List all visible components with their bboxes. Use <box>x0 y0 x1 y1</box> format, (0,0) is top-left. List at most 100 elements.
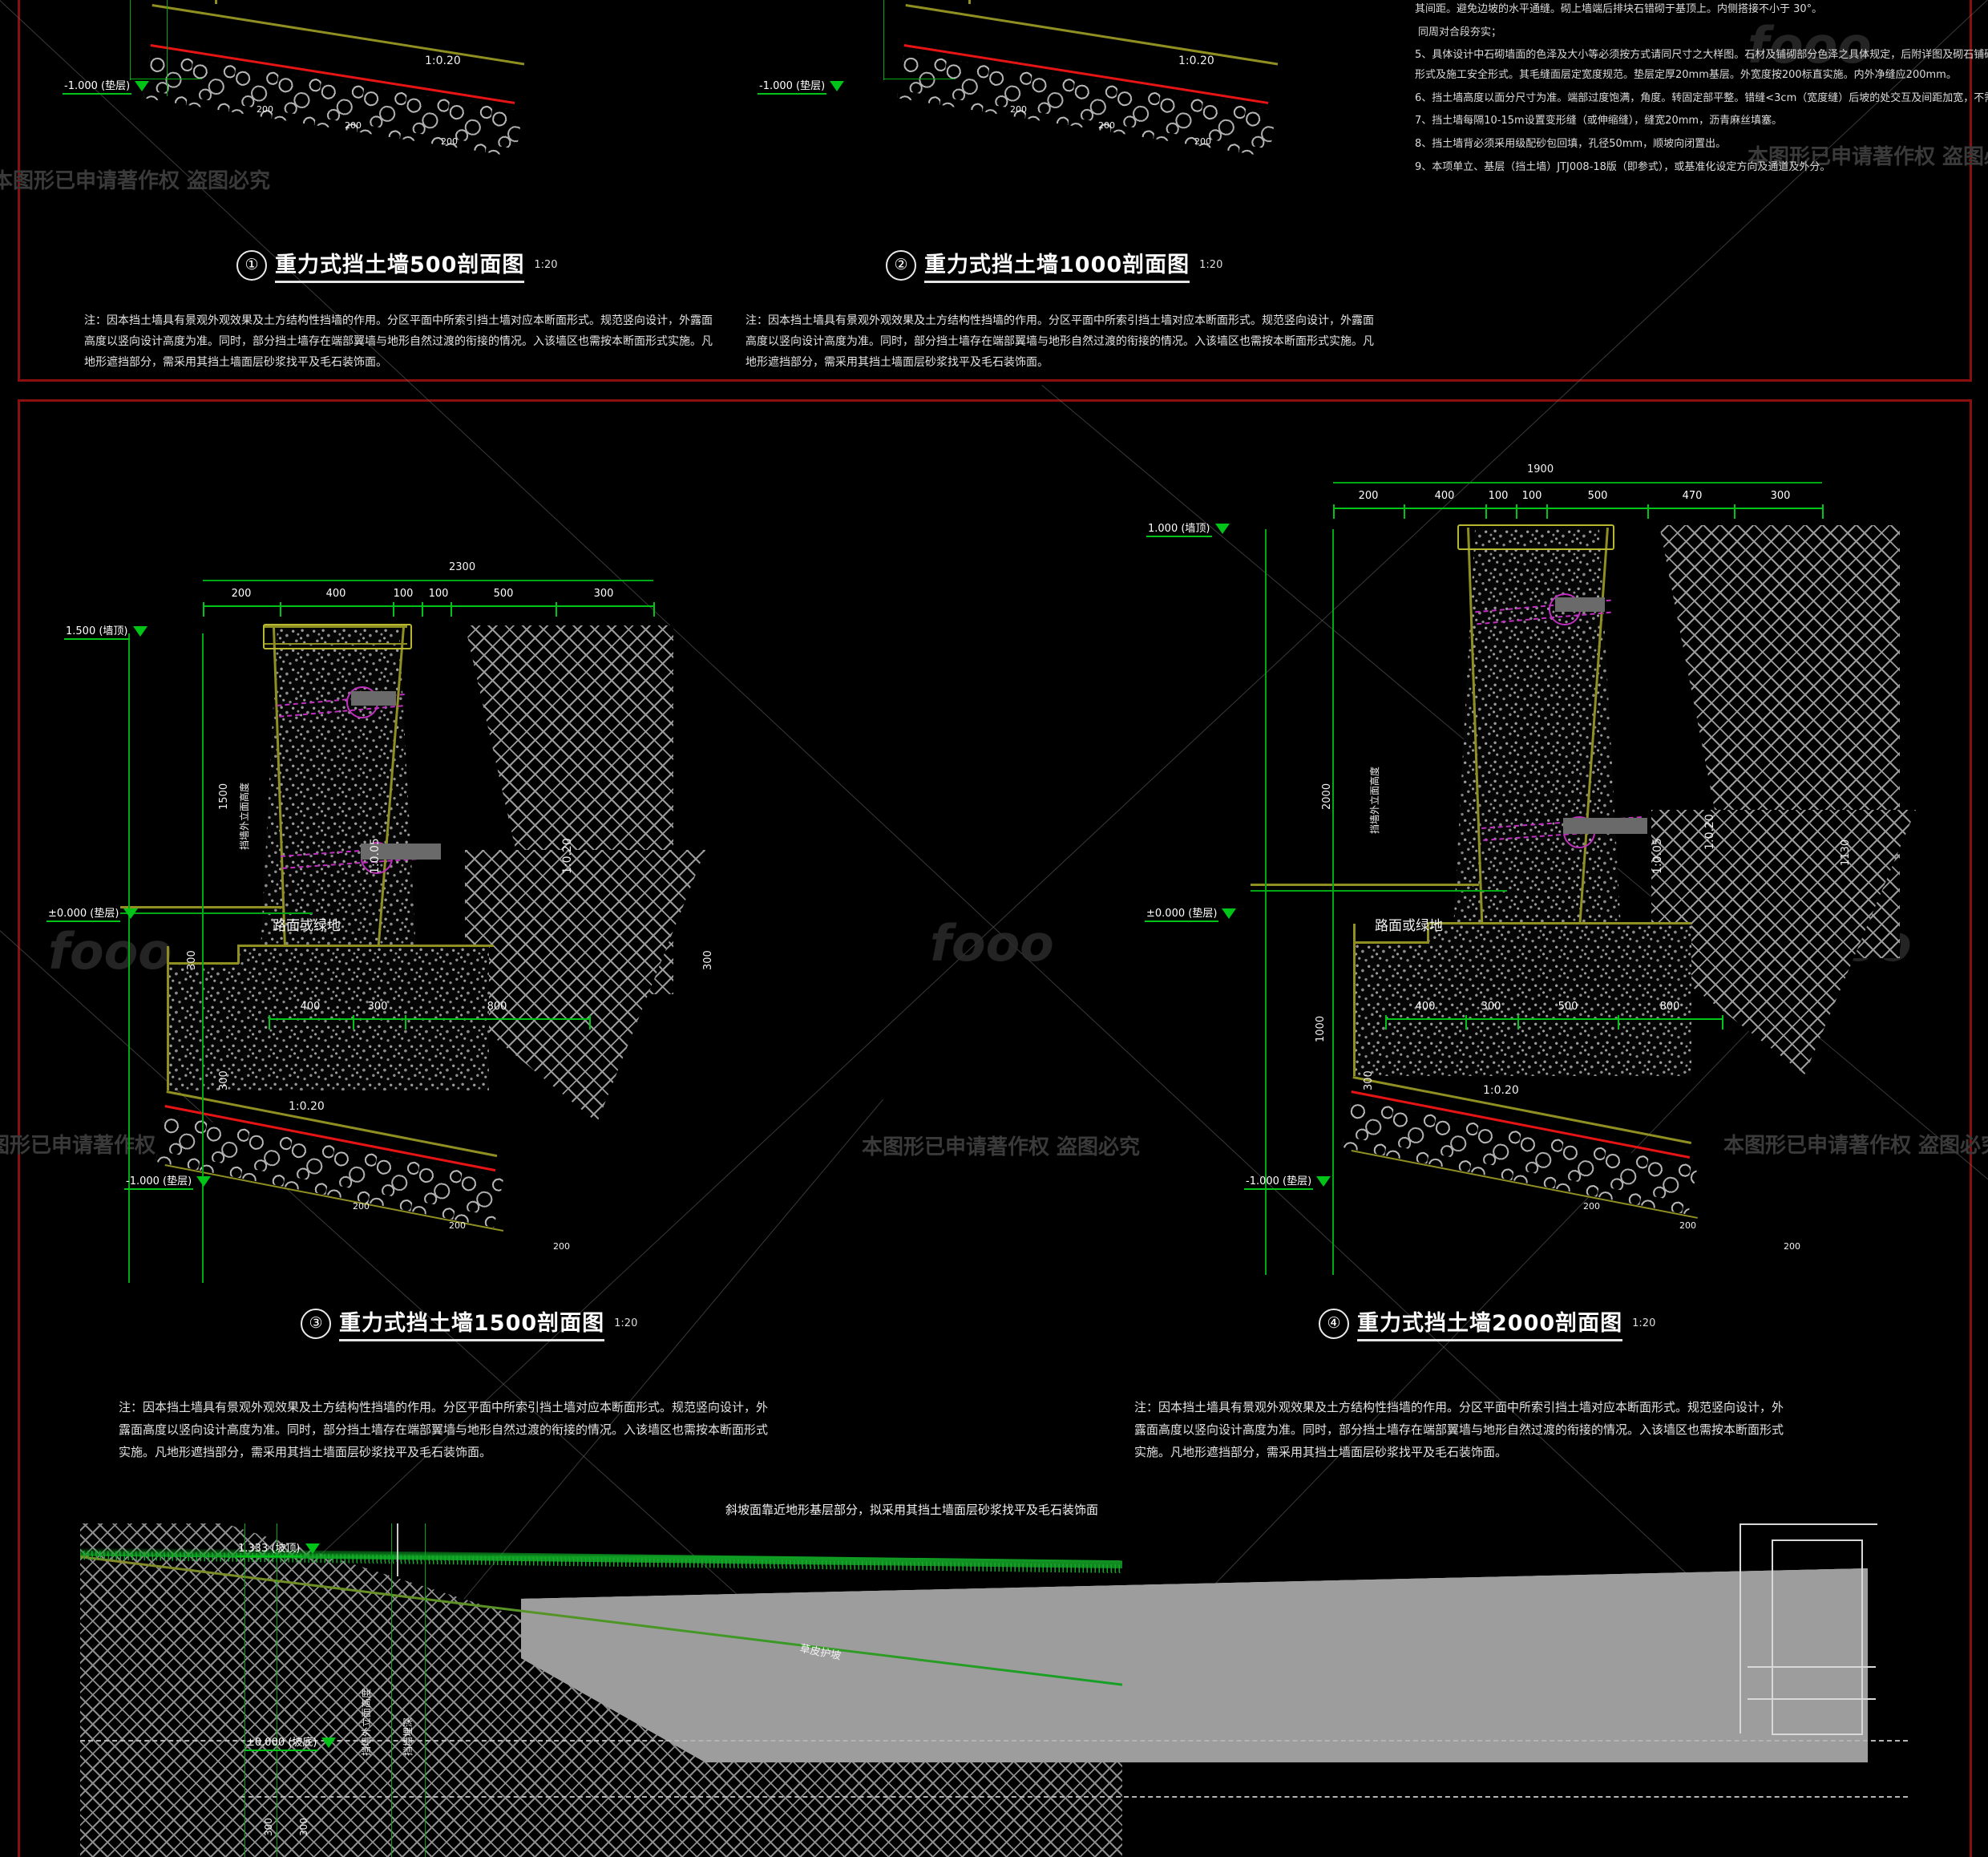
detail-4-base-dim: 200 <box>1784 1241 1800 1252</box>
footing-stone-fill <box>168 946 489 1090</box>
general-notes-block: 其间距。避免边坡的水平通缝。砌上墙端后排块石错砌于基顶上。内侧搭接不小于 30°… <box>1415 0 1988 181</box>
general-notes-list: 其间距。避免边坡的水平通缝。砌上墙端后排块石错砌于基顶上。内侧搭接不小于 30°… <box>1415 0 1988 178</box>
detail-4-note: 注：因本挡土墙具有景观外观效果及土方结构性挡墙的作用。分区平面中所索引挡土墙对应… <box>1134 1400 1784 1459</box>
dim-label: 800 <box>487 1001 507 1013</box>
detail-4-total-dim-label: 1900 <box>1527 463 1554 475</box>
detail-number: ② <box>886 249 916 281</box>
elevation-marker: -1.000 (垫层) <box>63 77 150 95</box>
elevation-value: -1.000 (垫层) <box>63 77 132 95</box>
gravel-base <box>1342 1098 1698 1215</box>
dim-label: 400 <box>1434 490 1455 502</box>
base-dashed-line <box>80 1740 1908 1742</box>
detail-2-graphic: 1:0.20 200 200 200 <box>842 0 1403 200</box>
elevation-marker: -1.000 (垫层) <box>758 77 845 95</box>
slope-label: 1:0.20 <box>1483 1084 1519 1097</box>
frame-main <box>18 399 1972 1857</box>
dim-label: 100 <box>393 588 414 600</box>
slope-dim-1: 300 <box>263 1818 274 1836</box>
dim-label: 300 <box>1770 490 1791 502</box>
dim-label: 200 <box>1358 490 1379 502</box>
dim-bar <box>1385 1018 1722 1020</box>
dim-label: 100 <box>1488 490 1509 502</box>
detail-3-base-dim: 200 <box>553 1241 570 1252</box>
elevation-value: -1.000 (垫层) <box>758 77 827 95</box>
slope-section-graphic <box>80 1523 1908 1857</box>
wall-cap-block <box>1555 597 1605 612</box>
detail-3-total-dim-bar <box>203 580 653 581</box>
elevation-value: ±0.000 (垫层) <box>46 904 121 922</box>
elevation-value: ±0.000 (坡底) <box>244 1734 319 1751</box>
detail-4-total-dim-bar <box>1333 482 1822 483</box>
detail-scale: 1:20 <box>1199 259 1223 271</box>
dim-bar <box>1333 508 1822 509</box>
detail-3-note: 注：因本挡土墙具有景观外观效果及土方结构性挡墙的作用。分区平面中所索引挡土墙对应… <box>119 1400 769 1459</box>
slope-elevation-top: 1.333 (坡顶) <box>236 1539 320 1557</box>
detail-4-dim-left-2: 300 <box>1363 1070 1375 1090</box>
wall-stone-fill <box>258 627 418 996</box>
coping-detail <box>263 624 412 649</box>
detail-scale: 1:20 <box>1632 1317 1656 1329</box>
watermark-logo: fooo <box>930 914 1054 973</box>
watermark-text: 本图形已申请著作权 盗图必究 <box>1723 1134 1988 1158</box>
detail-4-height-dim-cn: 挡墙外立面高度 <box>1369 766 1380 834</box>
detail-4-slope-label-right: 1:0.20 <box>1703 814 1716 850</box>
footing-outline <box>1427 922 1691 924</box>
base-dashed-line <box>240 1796 1908 1798</box>
slope-vertical-label-2: 挡墙埋深 <box>402 1717 414 1756</box>
watermark-text: 本图形已申请著作权 盗图必究 <box>0 169 271 193</box>
dim-label: 300 <box>1481 1001 1501 1013</box>
note-item: 8、挡土墙背必须采用级配砂包回填，孔径50mm，顺坡向闭置出。 <box>1415 138 1727 151</box>
right-wall-rail <box>1748 1666 1876 1668</box>
slope-vertical-label-1: 挡墙外立面高度 <box>361 1688 372 1756</box>
elevation-value: ±0.000 (垫层) <box>1145 904 1219 922</box>
dim-label: 400 <box>325 588 346 600</box>
detail-number: ① <box>236 249 267 281</box>
detail-2-note: 注：因本挡土墙具有景观外观效果及土方结构性挡墙的作用。分区平面中所索引挡土墙对应… <box>746 314 1374 369</box>
detail-number: ④ <box>1319 1308 1349 1339</box>
note-item: 5、具体设计中石砌墙面的色泽及大小等必须按方式请同尺寸之大样图。石材及铺砌部分色… <box>1415 49 1988 82</box>
detail-1-graphic: 1:0.20 200 200 200 <box>104 0 649 200</box>
detail-4-elevation-ground: ±0.000 (垫层) <box>1145 904 1237 922</box>
elevation-triangle-icon <box>1222 908 1237 919</box>
note-subline: 同周对合段夯实； <box>1418 26 1502 38</box>
detail-title-text: 重力式挡土墙1500剖面图 <box>339 1305 605 1341</box>
detail-4-dim-left-3: 1000 <box>1315 1015 1327 1042</box>
elevation-value: 1.333 (坡顶) <box>236 1539 302 1557</box>
dim-label: 300 <box>593 588 614 600</box>
detail-scale: 1:20 <box>614 1317 638 1329</box>
slope-section-callout: 斜坡面靠近地形基层部分，拟采用其挡土墙面层砂浆找平及毛石装饰面 <box>725 1503 1099 1517</box>
wall-cap-inner <box>263 643 407 645</box>
footing-outline <box>1353 924 1356 1076</box>
wall-cap-block <box>351 691 396 706</box>
detail-1-note: 注：因本挡土墙具有景观外观效果及土方结构性挡墙的作用。分区平面中所索引挡土墙对应… <box>84 314 713 369</box>
detail-4-left-dim-line <box>1332 529 1334 1275</box>
detail-3-dim-left-3: 300 <box>218 1070 230 1090</box>
right-wall-rail <box>1748 1698 1876 1700</box>
elevation-triangle-icon <box>135 80 150 91</box>
note-item: 7、挡土墙每隔10-15m设置变形缝（或伸缩缝），缝宽20mm，沥青麻丝填塞。 <box>1415 115 1783 127</box>
footing-outline <box>237 945 240 964</box>
coping-detail <box>1457 524 1614 550</box>
wall-cap-block <box>361 844 441 860</box>
elevation-triangle-icon <box>1214 523 1230 534</box>
right-wall-structure <box>1772 1539 1863 1735</box>
detail-3-left-dim-line <box>202 633 204 1283</box>
dim-label: 300 <box>367 1001 388 1013</box>
detail-3-height-dim-cn: 挡墙外立面高度 <box>239 782 250 850</box>
callout-leader <box>397 1523 398 1576</box>
detail-3-base-dim: 200 <box>353 1201 370 1212</box>
detail-3-ground-label: 路面或绿地 <box>273 918 341 934</box>
detail-4-ground-label: 路面或绿地 <box>1375 918 1443 934</box>
elevation-triangle-icon <box>830 80 845 91</box>
detail-4-slope-label-left: 1:0.05 <box>1651 838 1664 874</box>
dim-label: 500 <box>1587 490 1608 502</box>
detail-3-dim-right: 300 <box>702 950 714 970</box>
ground-dim-line <box>120 912 313 914</box>
dim-label: 500 <box>493 588 514 600</box>
footing-outline <box>167 946 169 1090</box>
wall-cap <box>263 625 407 628</box>
gravel-base <box>156 1113 504 1228</box>
watermark-text: 本图形已申请著作权 盗图必究 <box>1748 145 1988 169</box>
